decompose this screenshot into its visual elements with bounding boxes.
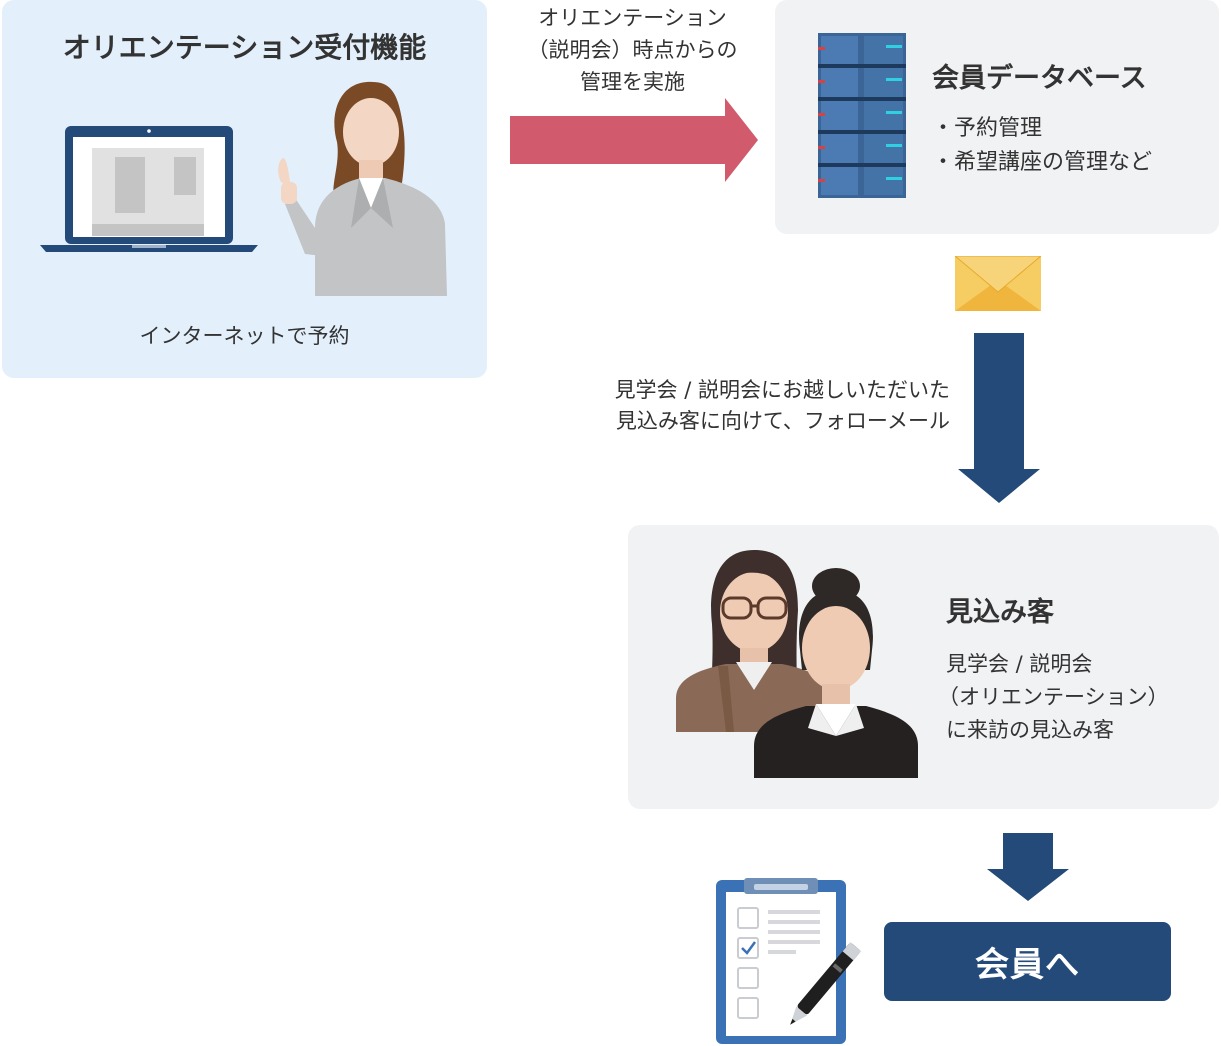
prospects-line-3: に来訪の見込み客 <box>946 718 1114 742</box>
prospects-line-2: （オリエンテーション） <box>938 685 1169 709</box>
pen-icon <box>778 940 864 1036</box>
prospects-title: 見込み客 <box>946 597 1054 628</box>
followup-line-2: 見込み客に向けて、フォローメール <box>615 409 950 433</box>
arrow-text-line-2: （説明会）時点からの <box>527 38 738 62</box>
laptop-icon <box>40 124 258 256</box>
envelope-icon <box>955 256 1041 311</box>
two-women-icon <box>676 550 918 778</box>
database-item-2: ・希望講座の管理など <box>932 150 1153 175</box>
reception-title: オリエンテーション受付機能 <box>62 31 427 64</box>
right-arrow <box>510 98 758 182</box>
database-title: 会員データベース <box>932 63 1147 94</box>
member-button[interactable]: 会員へ <box>884 922 1171 1001</box>
woman-pointing-icon <box>275 78 455 298</box>
followup-line-1: 見学会 / 説明会にお越しいただいた <box>614 378 950 402</box>
arrow-text-line-1: オリエンテーション <box>538 6 727 30</box>
server-rack-icon <box>818 33 906 198</box>
prospects-line-1: 見学会 / 説明会 <box>946 652 1093 676</box>
down-arrow-followup <box>958 333 1040 503</box>
arrow-text-line-3: 管理を実施 <box>580 70 685 94</box>
reception-caption: インターネットで予約 <box>139 324 350 348</box>
database-item-1: ・予約管理 <box>932 116 1043 141</box>
down-arrow-member <box>987 833 1069 901</box>
